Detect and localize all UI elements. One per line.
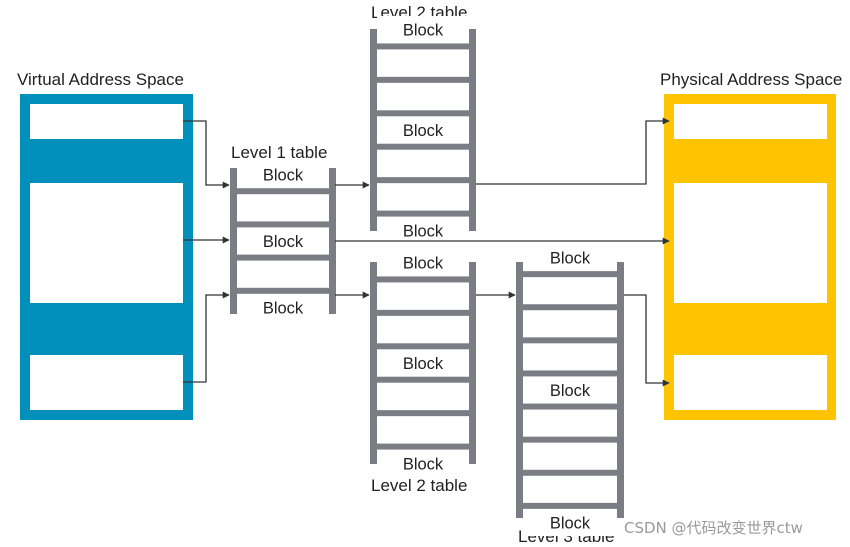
level2-top-table-block-label: Block <box>403 122 444 140</box>
arrow-virtual-to-level1-block1 <box>183 120 230 189</box>
level3-table-entry <box>523 376 617 404</box>
level1-table-block-label: Block <box>263 233 304 251</box>
physical-address-space-label: Physical Address Space <box>660 70 842 89</box>
level2-top-table-entry <box>377 82 469 111</box>
level1-table-entry <box>237 161 329 189</box>
level2-top-table-entry <box>377 216 469 245</box>
level2-top-table-entry <box>377 49 469 77</box>
level2-bottom-table-entry <box>377 282 469 310</box>
level3-table-entry <box>523 508 617 536</box>
level2-bottom-table-block-label: Block <box>403 255 444 273</box>
physical-address-space: Physical Address Space <box>660 70 842 420</box>
level3-table-entry <box>523 475 617 503</box>
level1-table-label: Level 1 table <box>231 143 327 162</box>
level2-top-table-block-label: Block <box>403 222 444 240</box>
level1-table-block-label: Block <box>263 299 304 317</box>
level3-table-block-label: Block <box>550 382 591 400</box>
level1-table-entry <box>237 227 329 255</box>
level2-top-table-entry <box>377 183 469 211</box>
level2-bottom-table-block-label: Block <box>403 355 444 373</box>
level1-table-entry <box>237 293 329 321</box>
level1-table-entry <box>237 194 329 222</box>
level2-bottom-table-entry <box>377 382 469 411</box>
level1-table-block-label: Block <box>263 167 304 185</box>
level2-bottom-table-entry <box>377 315 469 344</box>
level3-table-entry <box>523 343 617 371</box>
level3-table-entry <box>523 310 617 338</box>
virtual-region-2 <box>30 183 183 303</box>
watermark-text: CSDN @代码改变世界ctw <box>624 519 803 537</box>
virtual-address-space-label: Virtual Address Space <box>17 70 184 89</box>
level2-top-table-entry <box>377 149 469 178</box>
physical-region-3 <box>674 355 827 410</box>
physical-region-2 <box>674 183 827 303</box>
virtual-address-space: Virtual Address Space <box>17 70 193 420</box>
level2-top-table-entry <box>377 116 469 144</box>
level2-bottom-table-entry <box>377 416 469 444</box>
arrow-level2-top-to-physical <box>476 117 670 185</box>
level3-table-entry <box>523 277 617 305</box>
arrow-level3-to-physical <box>624 294 670 387</box>
level2-top-table-block-label: Block <box>403 22 444 40</box>
physical-region-1 <box>674 104 827 139</box>
level2-bottom-table-block-label: Block <box>403 455 444 473</box>
level2-top-table-entry <box>377 15 469 44</box>
level3-table-entry <box>523 442 617 470</box>
level2-bottom-table-entry <box>377 349 469 377</box>
arrow-virtual-to-level1-block3 <box>183 291 230 383</box>
connector-arrows <box>183 117 670 387</box>
level3-table-entry <box>523 409 617 437</box>
virtual-region-1 <box>30 104 183 139</box>
level3-table-block-label: Block <box>550 514 591 532</box>
level2-bottom-table-entry <box>377 248 469 277</box>
level1-table-entry <box>237 260 329 288</box>
level3-table-entry <box>523 244 617 272</box>
level2-table-bottom-label: Level 2 table <box>371 476 467 495</box>
level3-table-block-label: Block <box>550 250 591 268</box>
virtual-region-3 <box>30 355 183 410</box>
level2-bottom-table-entry <box>377 449 469 478</box>
